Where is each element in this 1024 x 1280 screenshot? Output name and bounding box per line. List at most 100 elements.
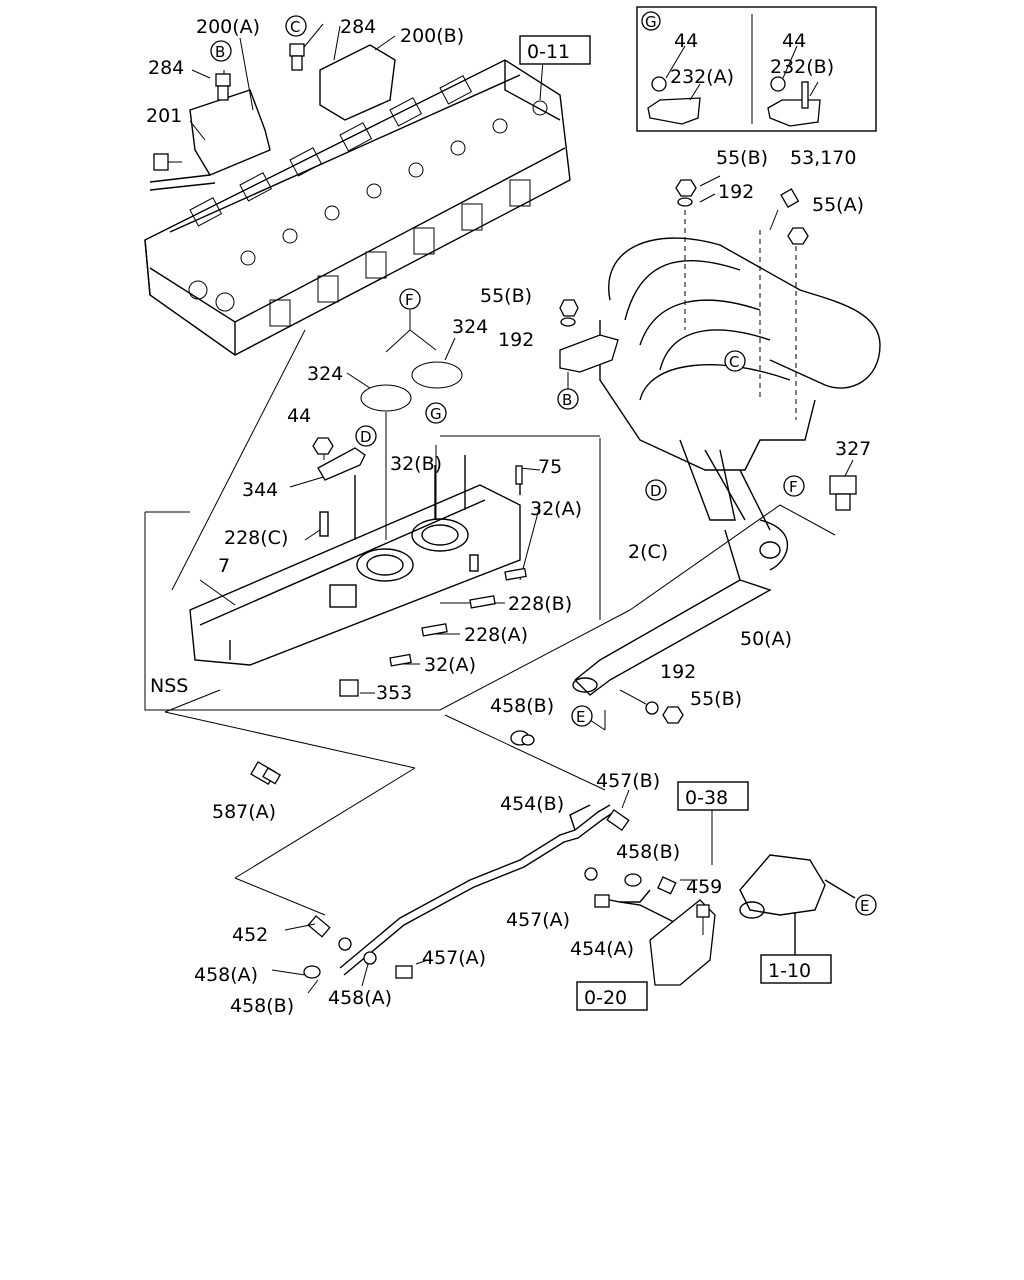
label-459: 459 [686,876,722,898]
label-200b: 200(B) [400,25,464,47]
label-324a: 324 [307,363,343,385]
gasket-324-left [360,384,412,412]
label-nss: NSS [150,675,188,697]
label-454b: 454(B) [500,793,564,815]
label-457a-mid: 457(A) [506,909,570,931]
inset-marker-g: G [645,13,657,31]
label-228a: 228(A) [464,624,528,646]
label-228c: 228(C) [224,527,288,549]
label-284a: 284 [148,57,184,79]
hardware-50a [619,689,684,724]
cylinder-head-drawing [144,59,571,356]
ref-0-20-text: 0-20 [584,987,627,1009]
marker-c-top: C [290,18,300,36]
bolt-284-left [215,73,231,101]
label-50a: 50(A) [740,628,792,650]
ref-box-0-11: 0-11 [519,35,591,65]
marker-e-mid: E [576,708,585,726]
ref-box-0-38: 0-38 [677,781,749,811]
label-454a: 454(A) [570,938,634,960]
exhaust-manifold [189,455,521,666]
label-32b: 32(B) [390,453,442,475]
clip-458b-top [510,730,535,746]
clips-458-bottom [271,937,377,994]
bracket-200a [149,89,271,191]
label-458b-bottom: 458(B) [230,995,294,1017]
label-284b: 284 [340,16,376,38]
mid-section-frame [144,435,631,711]
label-32a-bottom: 32(A) [424,654,476,676]
marker-b-top: B [215,43,225,61]
label-457a-bottom: 457(A) [422,947,486,969]
marker-g-mid: G [430,405,442,423]
exhaust-pipe-assembly [572,237,881,696]
fasteners-top-right [675,175,809,420]
label-457b: 457(B) [596,770,660,792]
label-353: 353 [376,682,412,704]
label-327: 327 [835,438,871,460]
label-192-top: 192 [718,181,754,203]
bolt-457a-mid [594,894,610,908]
label-75: 75 [538,456,562,478]
inset-box-g [636,6,877,132]
inset-left-232a: 232(A) [670,66,734,88]
label-324b: 324 [452,316,488,338]
sensor-587a [250,761,282,786]
marker-f-pipe: F [789,478,798,496]
fitting-457b [606,789,630,832]
inset-right-44: 44 [782,30,806,52]
marker-e-right: E [860,897,869,915]
label-55b-bottom: 55(B) [690,688,742,710]
bolt-457a-bottom [395,959,429,979]
leaders-top [189,23,544,141]
label-53-170: 53,170 [790,147,856,169]
section-link-lines [164,329,836,916]
bolt-201 [153,153,182,171]
label-192-bottom: 192 [660,661,696,683]
bracket-344 [317,447,366,481]
bracket-0-20 [649,899,716,986]
callout-labels: 200(A) 284 284 200(B) 201 55(B) 53,170 1… [146,16,871,1017]
nut-44-mid [312,437,334,455]
label-587a: 587(A) [212,801,276,823]
label-458b-mid: 458(B) [616,841,680,863]
label-55b-mid: 55(B) [480,285,532,307]
label-55b-top: 55(B) [716,147,768,169]
bolt-459 [696,904,710,935]
label-32a-right: 32(A) [530,498,582,520]
marker-c-pipe: C [729,353,739,371]
marker-d-pipe: D [650,482,662,500]
clip-458b-mid [584,867,642,887]
sensor-327 [829,459,857,511]
bracket-200b [319,44,396,121]
label-458b-top: 458(B) [490,695,554,717]
ref-0-11-text: 0-11 [527,41,570,63]
marker-b-pipe: B [562,391,572,409]
ref-box-1-10: 1-10 [760,954,832,984]
label-201: 201 [146,105,182,127]
part-1-10 [739,854,856,955]
inset-labels: G 44 232(A) 44 232(B) [641,11,834,88]
marker-f-mid: F [405,291,414,309]
label-200a: 200(A) [196,16,260,38]
label-44-mid: 44 [287,405,311,427]
label-55a: 55(A) [812,194,864,216]
bolt-284-right [289,43,305,71]
label-228b: 228(B) [508,593,572,615]
label-452: 452 [232,924,268,946]
label-192-mid: 192 [498,329,534,351]
gasket-324-right [411,361,463,389]
label-344: 344 [242,479,278,501]
tube-454b [339,804,615,976]
fitting-0-38 [657,808,713,895]
label-458a-left: 458(A) [194,964,258,986]
ref-box-0-20: 0-20 [576,981,648,1011]
inset-right-232b: 232(B) [770,56,834,78]
circle-markers: B C F B C D G D F E E [210,15,877,916]
studs-and-bolts [339,465,527,697]
bracket-b [559,299,619,390]
ref-0-38-text: 0-38 [685,787,728,809]
label-458a-right: 458(A) [328,987,392,1009]
fitting-452 [284,915,331,938]
